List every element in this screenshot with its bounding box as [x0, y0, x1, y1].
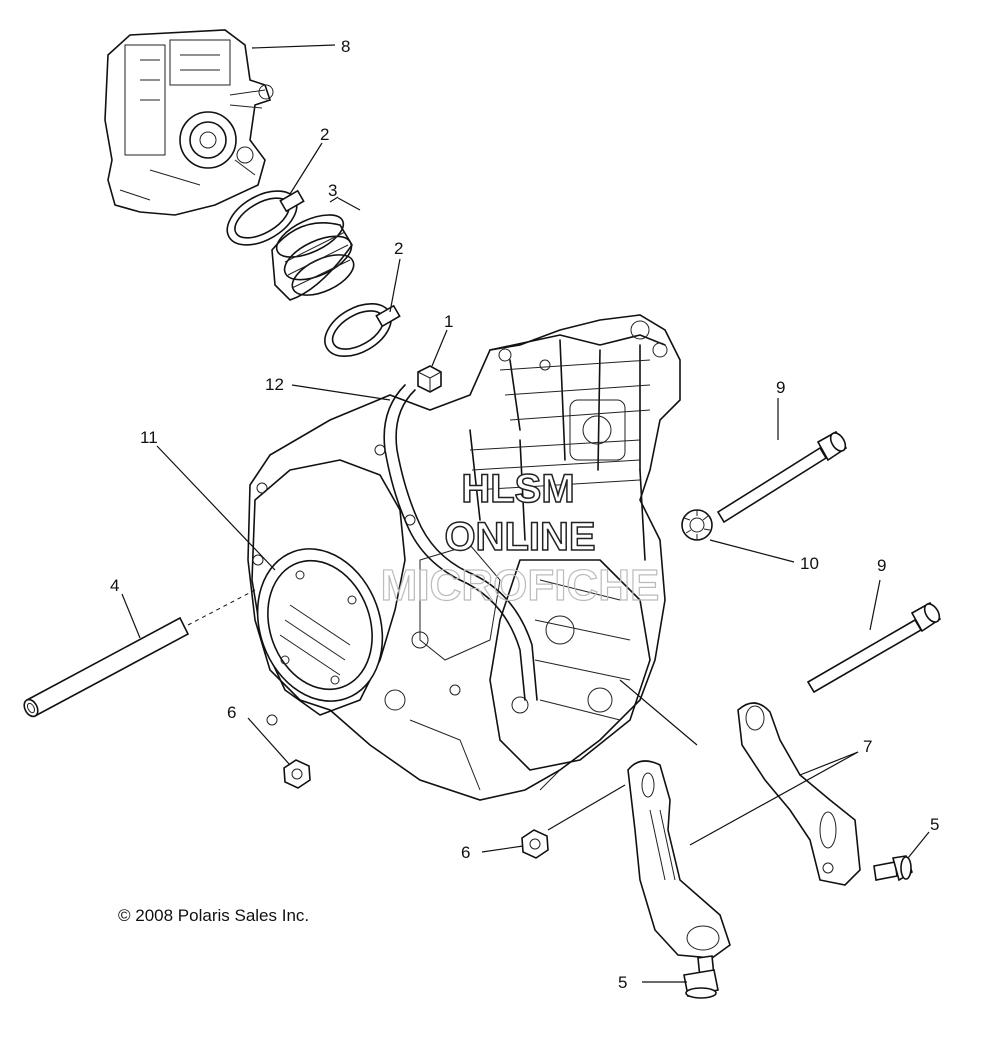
watermark-line-1: HLSM: [461, 467, 574, 511]
nut-part-6-left: [283, 759, 311, 789]
callout-label: 9: [776, 378, 785, 397]
callout-label: 11: [140, 428, 158, 447]
nut-part-6-right: [521, 829, 549, 859]
bolt-part-5-lower: [683, 955, 719, 999]
callout-label: 9: [877, 556, 886, 575]
callout-label: 2: [394, 239, 403, 258]
bracket-part-7-left: [627, 760, 731, 959]
throttle-body: [104, 29, 274, 216]
copyright-notice: © 2008 Polaris Sales Inc.: [118, 906, 310, 925]
bolt-part-9-lower: [806, 601, 942, 694]
callout-label: 2: [320, 125, 329, 144]
engine-assembly: [247, 314, 681, 801]
callout-label: 8: [341, 37, 350, 56]
callout-numbers: 8 2 3 2 1 12 11 9 10 9 4 6 7 5 6 5: [110, 37, 939, 992]
intake-boot: [271, 214, 355, 301]
callout-label: 5: [618, 973, 627, 992]
cap-part-1: [417, 365, 442, 393]
bolt-part-5-right: [873, 855, 913, 882]
bolt-part-9-upper: [716, 430, 848, 524]
lock-washer-part-10: [681, 509, 713, 541]
callout-label: 1: [444, 312, 453, 331]
callout-label: 5: [930, 815, 939, 834]
callout-label: 10: [800, 554, 819, 573]
callout-label: 12: [265, 375, 284, 394]
bracket-part-7-right: [737, 702, 861, 886]
watermark-line-3: MICROFICHE: [381, 561, 660, 610]
watermark-line-2: ONLINE: [444, 515, 595, 559]
callout-label: 6: [461, 843, 470, 862]
tube-part-4: [23, 589, 256, 718]
leader-lines: [121, 44, 930, 983]
clamp-lower: [324, 302, 401, 358]
watermark: MICROFICHE HLSM ONLINE: [380, 466, 660, 610]
callout-label: 6: [227, 703, 236, 722]
callout-label: 7: [863, 737, 872, 756]
callout-label: 3: [328, 181, 337, 200]
callout-label: 4: [110, 576, 119, 595]
clamp-upper: [226, 189, 305, 246]
